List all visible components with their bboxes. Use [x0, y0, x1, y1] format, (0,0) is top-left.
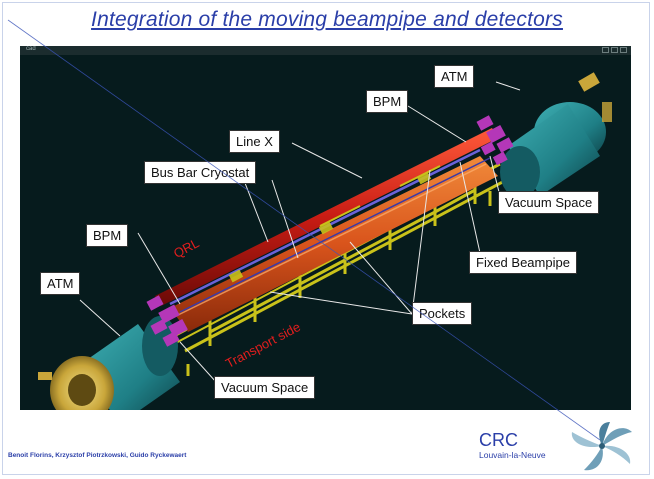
callout-fixed-beampipe: Fixed Beampipe [469, 251, 577, 274]
org-block: CRC Louvain-la-Neuve [479, 430, 546, 460]
qrl-pipe [155, 128, 498, 306]
viewer-titlebar: cad [20, 46, 631, 55]
callout-bpm-top: BPM [366, 90, 409, 113]
cryostat-body [170, 156, 498, 332]
org-name: CRC [479, 430, 518, 450]
middle-pockets [228, 171, 432, 283]
callout-bus-bar-cryostat: Bus Bar Cryostat [144, 161, 257, 184]
callout-pointers [79, 81, 521, 383]
right-vessel [500, 72, 612, 198]
slide-border [2, 2, 650, 475]
callout-atm-top: ATM [434, 65, 475, 88]
callout-vacuum-space-top: Vacuum Space [498, 191, 600, 214]
frame-rail-back [184, 176, 511, 353]
authors-footer: Benoit Florins, Krzysztof Piotrzkowski, … [8, 452, 187, 459]
crc-logo-icon [571, 422, 632, 471]
slide-title: Integration of the moving beampipe and d… [91, 8, 563, 31]
callout-line-x: Line X [229, 130, 280, 153]
viewer-window-controls [602, 47, 627, 53]
minimize-icon[interactable] [602, 47, 609, 53]
org-city: Louvain-la-Neuve [479, 450, 546, 460]
viewer-window-label: cad [26, 46, 36, 52]
callout-vacuum-space-bottom: Vacuum Space [214, 376, 316, 399]
maximize-icon[interactable] [611, 47, 618, 53]
callout-bpm-left: BPM [86, 224, 129, 247]
callout-pockets: Pockets [412, 302, 473, 325]
right-pockets [476, 115, 514, 166]
left-vessel [38, 316, 180, 410]
callout-atm-left: ATM [40, 272, 81, 295]
close-icon[interactable] [620, 47, 627, 53]
beampipe-3d-model [38, 72, 612, 410]
left-pockets [146, 295, 188, 347]
diagram-panel: cad ATM BPM Line X Bus Bar Cryostat Vacu… [20, 46, 631, 410]
cryostat [170, 156, 498, 332]
